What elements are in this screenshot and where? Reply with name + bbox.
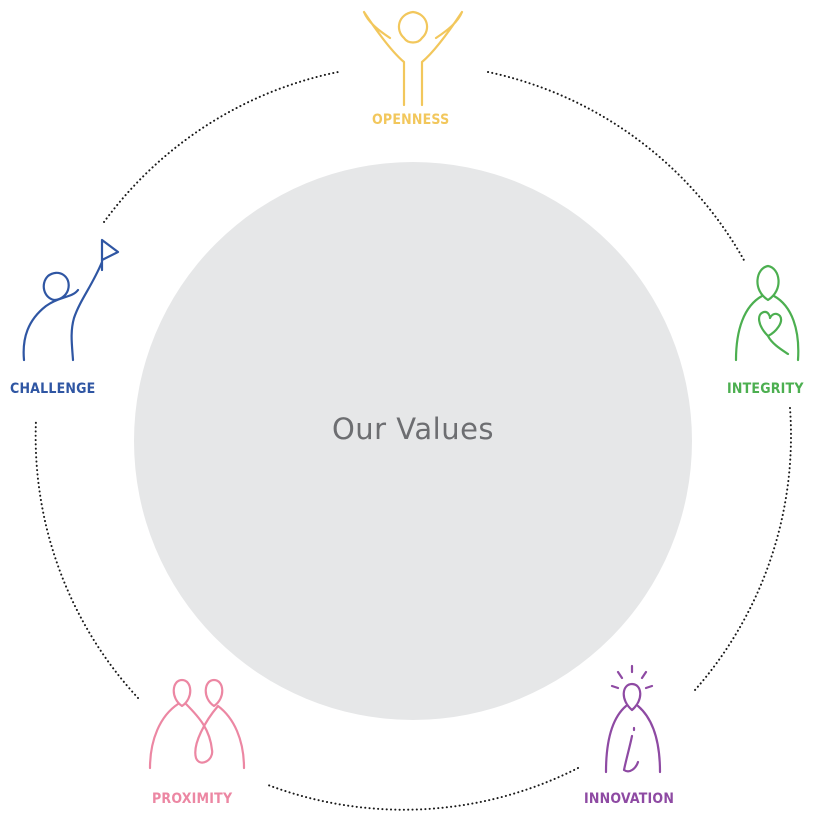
ring-arc-proximity-challenge	[34, 419, 139, 699]
person-lightbulb-icon	[604, 664, 662, 774]
person-heart-icon	[734, 264, 800, 362]
value-label-proximity: PROXIMITY	[152, 791, 233, 807]
center-disc	[134, 162, 692, 720]
ring-arc-innovation-proximity	[267, 767, 579, 811]
value-label-innovation: INNOVATION	[584, 791, 675, 807]
person-arms-raised-icon	[362, 10, 464, 107]
ring-arc-integrity-innovation	[694, 407, 792, 691]
ring-arc-challenge-openness	[103, 71, 339, 223]
value-label-challenge: CHALLENGE	[10, 381, 96, 397]
center-title: Our Values	[331, 412, 495, 446]
two-people-icon	[148, 678, 246, 770]
value-label-integrity: INTEGRITY	[727, 381, 804, 397]
person-flag-icon	[22, 238, 120, 362]
value-label-openness: OPENNESS	[372, 112, 450, 128]
